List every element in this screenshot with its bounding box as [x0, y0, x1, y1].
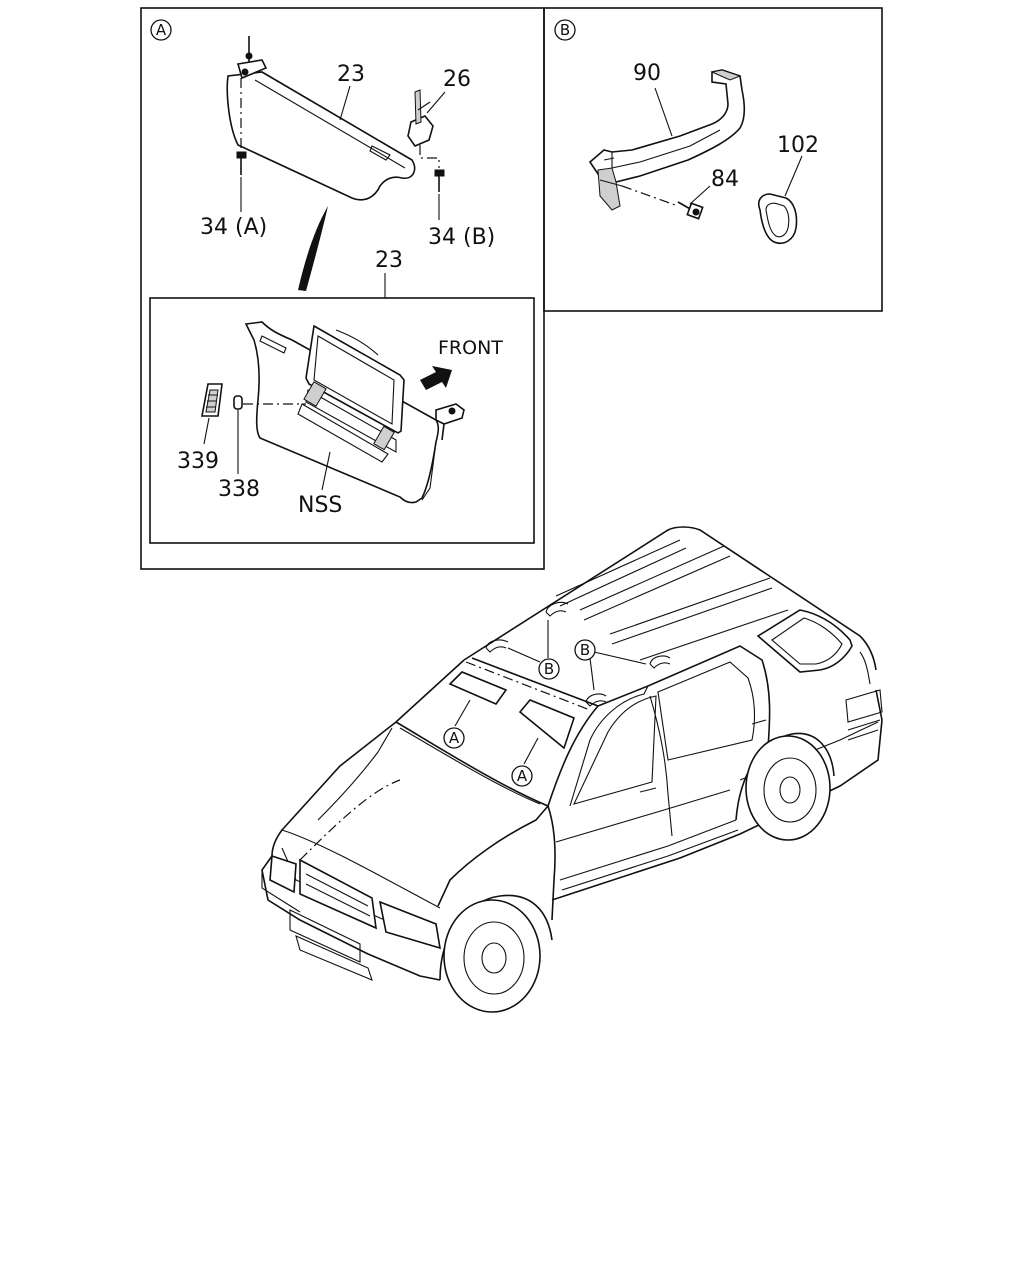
sun-visor: [226, 36, 416, 201]
label-23-inset: 23: [375, 248, 403, 273]
cover-102: [757, 193, 798, 244]
panel-b-marker: B: [560, 21, 570, 39]
car-grip-3: [649, 655, 671, 669]
visor-with-mirror: [244, 321, 465, 504]
label-26: 26: [443, 67, 471, 92]
label-23-top: 23: [337, 62, 365, 87]
callout-a-1: A: [443, 727, 465, 749]
car-grip-1: [485, 639, 509, 653]
panel-a: A 34 (A) 26: [140, 7, 545, 570]
callout-a-2: A: [511, 765, 533, 787]
assist-grip-90: [588, 69, 746, 211]
front-arrow-icon: [420, 366, 452, 390]
panel-b-marker-circle: [554, 19, 576, 41]
label-nss: NSS: [298, 493, 342, 518]
detail-pointer: [298, 206, 328, 291]
label-90: 90: [633, 61, 661, 86]
callout-b-2: B: [574, 639, 596, 661]
front-label: FRONT: [438, 337, 503, 359]
clip-26: [407, 89, 434, 147]
callout-b-1: B: [538, 658, 560, 680]
label-339: 339: [177, 449, 219, 474]
svg-text:B: B: [544, 660, 554, 678]
screw-a-icon: [236, 151, 247, 175]
car-grip-4: [585, 693, 607, 707]
label-102: 102: [777, 133, 819, 158]
bulb-338: [233, 395, 243, 410]
svg-text:A: A: [449, 729, 460, 747]
svg-text:A: A: [517, 767, 528, 785]
panel-b: B 90 84 102: [543, 7, 883, 312]
screw-b-icon: [434, 169, 445, 192]
label-338: 338: [218, 477, 260, 502]
bolt-84: [677, 201, 704, 220]
label-34a: 34 (A): [200, 215, 267, 240]
car-grip-2: [545, 601, 569, 617]
panel-a-frame: [140, 7, 545, 570]
panel-a-marker-circle: [150, 19, 172, 41]
panel-b-frame: [543, 7, 883, 312]
label-34b: 34 (B): [428, 225, 495, 250]
car-visor-left: [448, 671, 508, 705]
label-84: 84: [711, 167, 739, 192]
lamp-cover-339: [201, 383, 223, 417]
vehicle-drawing: B B A A: [261, 526, 883, 1013]
panel-a-marker: A: [156, 21, 167, 39]
car-visor-right: [518, 699, 575, 750]
svg-text:B: B: [580, 641, 590, 659]
inset-frame: [149, 297, 535, 544]
